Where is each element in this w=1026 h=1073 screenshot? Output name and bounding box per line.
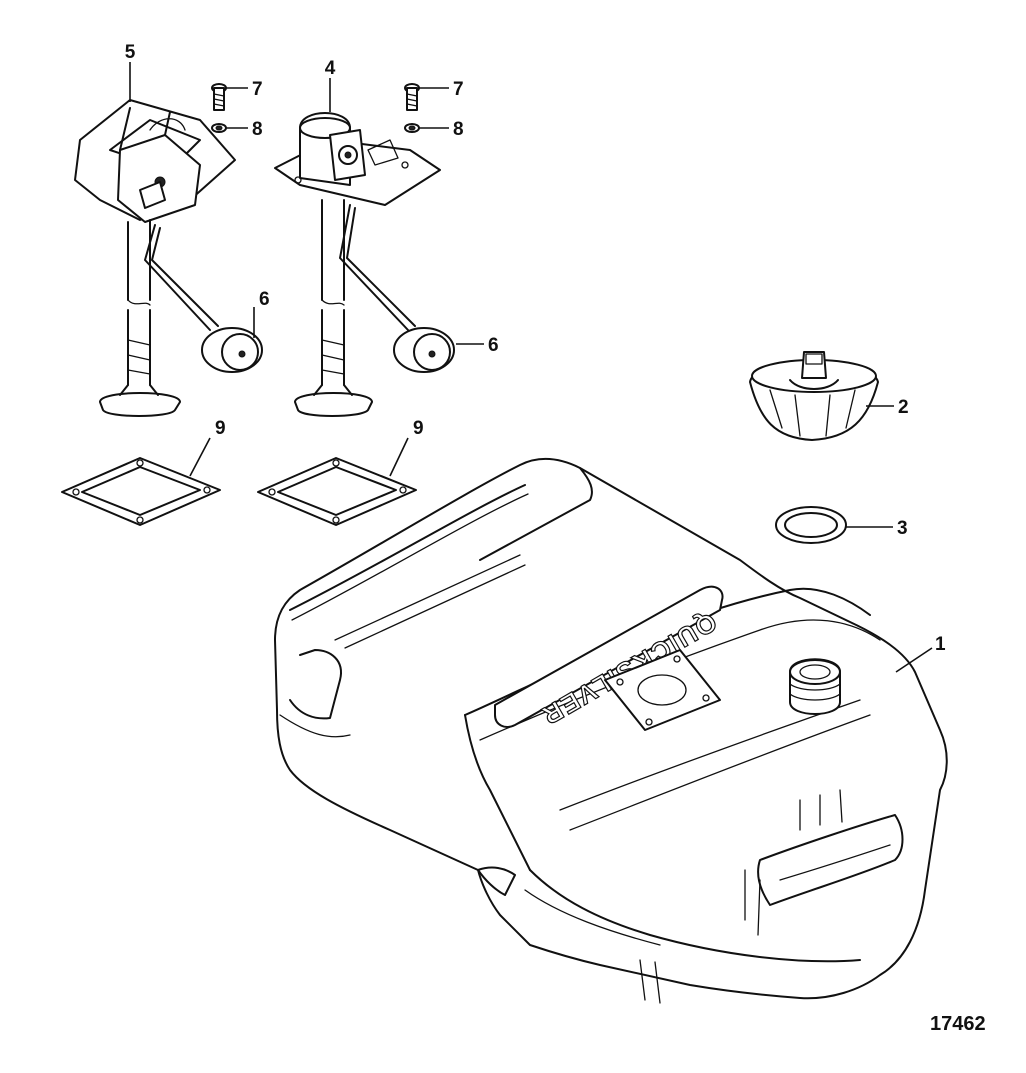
washer-left xyxy=(211,123,227,133)
callout-9-right: 9 xyxy=(413,418,424,439)
callout-2: 2 xyxy=(898,397,909,418)
fuel-cap xyxy=(749,351,879,441)
fuel-sender-left xyxy=(74,99,263,417)
figure-number: 17462 xyxy=(930,1013,986,1035)
fuel-tank: QUICKSILVER xyxy=(274,457,948,1004)
callout-8-left: 8 xyxy=(252,119,263,140)
screw-left xyxy=(211,83,227,111)
callout-1: 1 xyxy=(935,634,946,655)
callout-7-left: 7 xyxy=(252,79,263,100)
callout-6-left: 6 xyxy=(259,289,270,310)
callout-5: 5 xyxy=(125,42,136,63)
screw-right xyxy=(404,83,420,111)
gasket-left xyxy=(61,457,221,526)
gasket-right xyxy=(257,457,417,526)
callout-4: 4 xyxy=(325,58,336,79)
callout-7-right: 7 xyxy=(453,79,464,100)
washer-right xyxy=(404,123,420,133)
callout-6-right: 6 xyxy=(488,335,499,356)
callout-9-left: 9 xyxy=(215,418,226,439)
callout-3: 3 xyxy=(897,518,908,539)
callout-8-right: 8 xyxy=(453,119,464,140)
leader-lines xyxy=(129,62,933,673)
o-ring xyxy=(775,506,847,544)
fuel-sender-right xyxy=(274,112,455,417)
